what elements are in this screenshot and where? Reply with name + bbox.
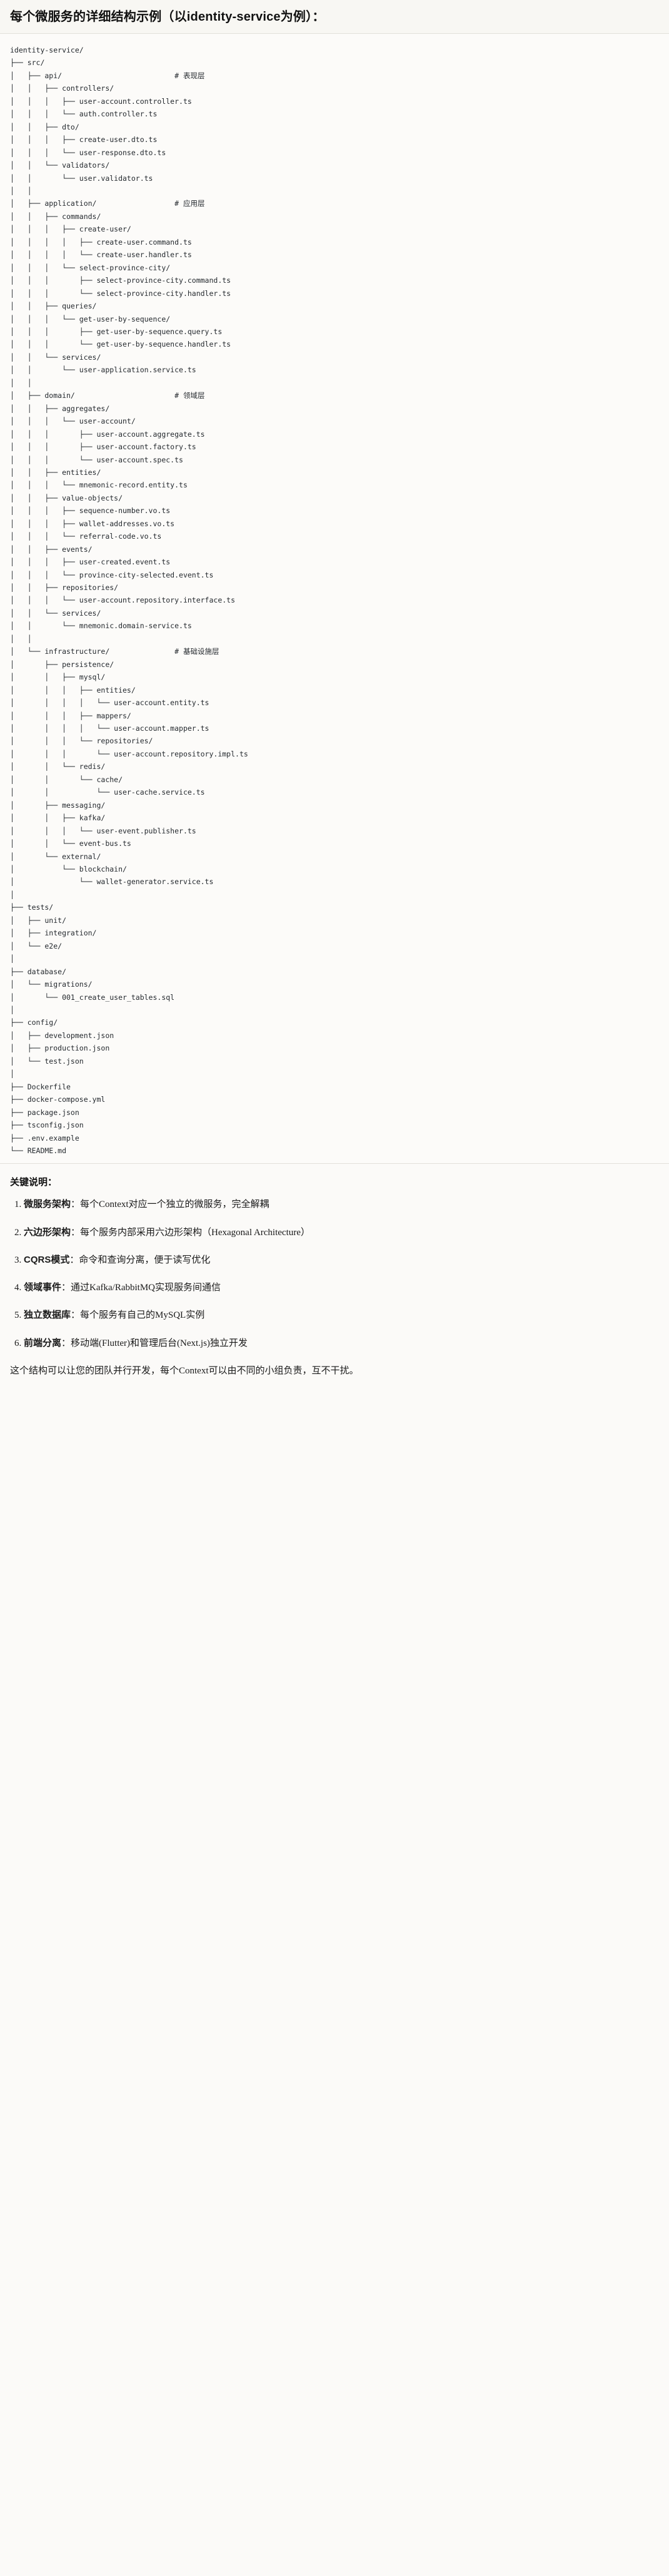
- key-note-item: 领域事件：通过Kafka/RabbitMQ实现服务间通信: [24, 1280, 659, 1295]
- key-note-separator: ：: [61, 1338, 71, 1348]
- key-note-body: 每个服务有自己的MySQL实例: [80, 1310, 205, 1321]
- key-note-lead: 六边形架构: [24, 1226, 71, 1238]
- key-note-body: 命令和查询分离，便于读写优化: [79, 1255, 211, 1265]
- doc-header: 每个微服务的详细结构示例（以identity-service为例）：: [0, 0, 669, 34]
- key-note-body: 每个Context对应一个独立的微服务，完全解耦: [80, 1199, 269, 1210]
- key-note-lead: 独立数据库: [24, 1310, 71, 1321]
- key-note-body: 每个服务内部采用六边形架构（Hexagonal Architecture）: [80, 1227, 310, 1238]
- key-note-item: 前端分离：移动端(Flutter)和管理后台(Next.js)独立开发: [24, 1336, 659, 1351]
- key-notes-title: 关键说明：: [10, 1177, 58, 1188]
- page-root: 每个微服务的详细结构示例（以identity-service为例）： ident…: [0, 0, 669, 1391]
- key-note-item: CQRS模式：命令和查询分离，便于读写优化: [24, 1253, 659, 1268]
- key-notes-list: 微服务架构：每个Context对应一个独立的微服务，完全解耦六边形架构：每个服务…: [10, 1197, 659, 1351]
- key-notes-section: 关键说明： 微服务架构：每个Context对应一个独立的微服务，完全解耦六边形架…: [0, 1163, 669, 1391]
- key-note-separator: ：: [69, 1255, 79, 1265]
- key-note-body: 通过Kafka/RabbitMQ实现服务间通信: [71, 1283, 221, 1293]
- directory-tree: identity-service/ ├── src/ │ ├── api/ # …: [10, 46, 248, 1155]
- key-note-item: 独立数据库：每个服务有自己的MySQL实例: [24, 1308, 659, 1323]
- directory-tree-block: identity-service/ ├── src/ │ ├── api/ # …: [0, 34, 669, 1164]
- key-note-separator: ：: [71, 1310, 81, 1321]
- closing-paragraph: 这个结构可以让您的团队并行开发，每个Context可以由不同的小组负责，互不干扰…: [10, 1365, 359, 1376]
- key-note-separator: ：: [71, 1227, 81, 1238]
- key-note-lead: 微服务架构: [24, 1199, 71, 1210]
- key-note-separator: ：: [61, 1283, 71, 1293]
- page-title: 每个微服务的详细结构示例（以identity-service为例）：: [10, 10, 325, 24]
- key-note-lead: 领域事件: [24, 1282, 62, 1293]
- key-note-item: 六边形架构：每个服务内部采用六边形架构（Hexagonal Architectu…: [24, 1225, 659, 1240]
- key-note-item: 微服务架构：每个Context对应一个独立的微服务，完全解耦: [24, 1197, 659, 1212]
- key-note-lead: 前端分离: [24, 1337, 62, 1348]
- key-note-body: 移动端(Flutter)和管理后台(Next.js)独立开发: [71, 1338, 248, 1348]
- key-note-separator: ：: [71, 1199, 81, 1210]
- key-note-lead: CQRS模式: [24, 1254, 70, 1265]
